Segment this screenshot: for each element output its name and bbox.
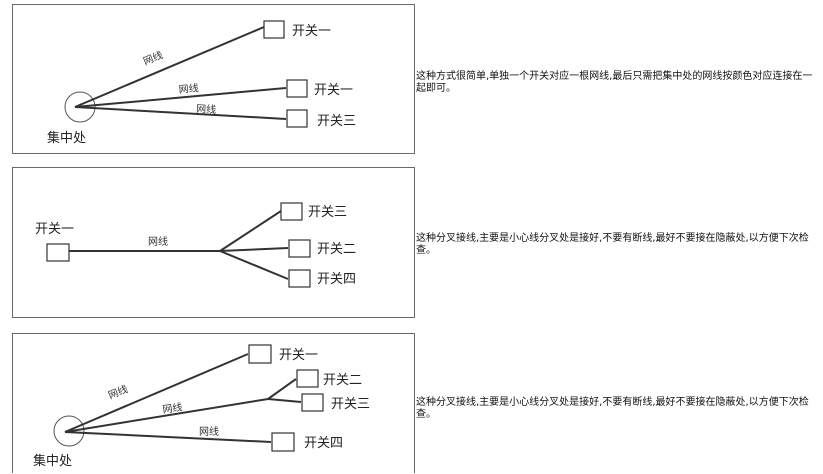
switch-box — [286, 79, 308, 98]
switch-label: 开关一 — [279, 348, 318, 363]
star-wiring-graphic: 开关一 开关一 开关三 网线 网线 网线 集中处 — [47, 20, 356, 146]
wire-line — [267, 398, 302, 403]
wire-line — [64, 431, 272, 443]
switch-label: 开关二 — [323, 373, 362, 388]
switch-box — [280, 202, 303, 221]
switch-box — [46, 243, 70, 262]
wire-label: 网线 — [148, 235, 168, 248]
diagram-description: 这种分叉接线,主要是小心线分叉处是接好,不要有断线,最好不要接在隐蔽处,以方便下… — [416, 397, 809, 420]
wire-line — [64, 398, 269, 433]
switch-label: 开关三 — [308, 205, 347, 220]
switch-box — [301, 393, 324, 412]
switch-box — [271, 432, 295, 452]
switch-box — [296, 369, 319, 388]
switch-label: 开关三 — [331, 397, 370, 412]
wire-line — [64, 353, 249, 433]
switch-box — [263, 20, 285, 39]
switch-box — [248, 344, 272, 364]
wire-line — [74, 106, 287, 120]
wire-label: 网线 — [196, 102, 217, 116]
switch-box — [288, 269, 311, 288]
wire-label: 网线 — [199, 425, 219, 438]
wire-line — [219, 247, 289, 252]
wire-label: 网线 — [141, 48, 164, 68]
switch-label: 开关三 — [317, 114, 356, 129]
mixed-wiring-diagram: 开关一 开关二 开关三 开关四 网线 网线 网线 集中处 — [12, 333, 415, 473]
branch-wiring-diagram: 开关一 网线 开关三 开关二 开关四 — [12, 167, 415, 318]
star-wiring-diagram: 开关一 开关一 开关三 网线 网线 网线 集中处 — [12, 4, 415, 154]
switch-label: 开关四 — [304, 436, 343, 451]
mixed-wiring-graphic: 开关一 开关二 开关三 开关四 网线 网线 网线 集中处 — [33, 344, 370, 469]
switch-label: 开关一 — [314, 83, 353, 98]
wire-line — [219, 210, 282, 252]
wire-line — [74, 87, 287, 108]
switch-label: 开关二 — [317, 242, 356, 257]
branch-wiring-graphic: 开关一 网线 开关三 开关二 开关四 — [35, 202, 356, 288]
switch-label: 开关四 — [317, 272, 356, 287]
diagram-description: 这种方式很简单,单独一个开关对应一根网线,最后只需把集中处的网线按颜色对应连接在… — [416, 71, 813, 94]
hub-label: 集中处 — [47, 130, 86, 146]
wire-label: 网线 — [178, 81, 199, 96]
wire-line — [219, 250, 289, 280]
wire-label: 网线 — [162, 400, 184, 416]
wire-label: 网线 — [106, 382, 129, 402]
diagram-description: 这种分叉接线,主要是小心线分叉处是接好,不要有断线,最好不要接在隐蔽处,以方便下… — [416, 233, 809, 256]
source-label: 开关一 — [35, 222, 74, 237]
switch-box — [286, 109, 308, 128]
switch-box — [288, 239, 311, 258]
wire-line — [74, 26, 265, 108]
wire-line — [267, 378, 297, 400]
hub-label: 集中处 — [33, 453, 72, 469]
switch-label: 开关一 — [292, 24, 331, 39]
